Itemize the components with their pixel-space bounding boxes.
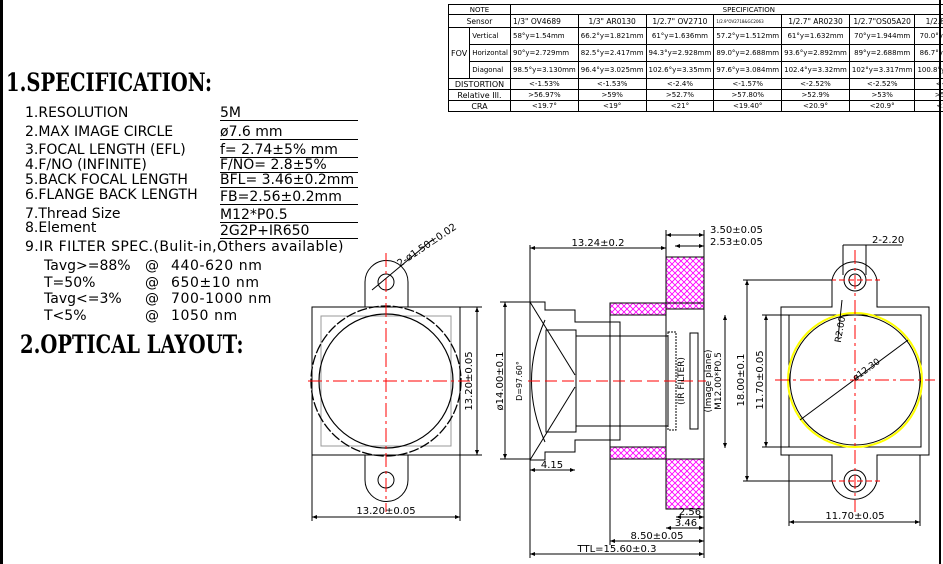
drawing-border-right [939, 0, 941, 564]
thread-label: M12.00*P0.5 [714, 352, 724, 410]
spec-value: M12*P0.5 [220, 208, 358, 223]
radius-dim: R2.00 [834, 316, 848, 344]
front-height-dim: 13.20±0.05 [464, 351, 475, 410]
spec-label: 4.F/NO (INFINITE) [25, 157, 147, 173]
spec-value: BFL= 3.46±0.2mm [220, 173, 358, 188]
hole-callout: 2-ø1.50±0.02 [396, 222, 459, 270]
sensor-spec-table: NOTE SPECIFICATION Sensor 1/3" OV4689 1/… [447, 4, 943, 112]
rear-width-dim: 11.70±0.05 [825, 511, 884, 522]
flange-dim-b: 2.53±0.05 [710, 237, 763, 248]
spec-value: F/NO= 2.8±5% [220, 158, 358, 173]
ir-range: 650±10 nm [171, 275, 260, 291]
spec-label: 5.BACK FOCAL LENGTH [25, 172, 188, 188]
rear-inner-height-dim: 11.70±0.05 [755, 350, 766, 409]
ir-cond: T=50% [44, 275, 96, 291]
fb-dim: 2.56 [679, 507, 701, 518]
ir-at: @ [145, 308, 159, 324]
spec-value: FB=2.56±0.2mm [220, 190, 358, 205]
table-cell: <19.7° [509, 100, 579, 112]
rear-height-dim: 18.00±0.1 [736, 354, 747, 407]
ir-filter-title: 9.IR FILTER SPEC.(Bulit-in,Others availa… [25, 239, 344, 255]
field-angle-label: D=97.60° [515, 361, 524, 401]
ir-filter-label: (IR FILTER) [677, 357, 687, 405]
ttl-dim: TTL=15.60±0.3 [577, 544, 657, 555]
ir-at: @ [145, 258, 159, 274]
row-label-fov: FOV [447, 27, 471, 79]
lens-diameter-dim: ø14.00±0.1 [495, 351, 506, 410]
table-cell: >52.9% [781, 89, 850, 101]
row-label: CRA [448, 100, 511, 112]
drawing-border-left [0, 0, 3, 564]
ir-range: 440-620 nm [171, 258, 263, 274]
holder-dim: 8.50±0.05 [631, 531, 684, 542]
spec-value: 2G2P+IR650 [220, 224, 358, 239]
front-view [308, 239, 482, 521]
table-cell: <20.9° [781, 100, 850, 112]
section-title-specification: 1.SPECIFICATION: [6, 68, 213, 97]
image-plane-label: (Image plane) [704, 349, 714, 412]
table-cell: <20.41° [914, 100, 943, 112]
section-title-optical-layout: 2.OPTICAL LAYOUT: [20, 330, 244, 359]
flange-dim-a: 3.50±0.05 [710, 225, 763, 236]
spec-label: 1.RESOLUTION [25, 105, 129, 121]
ir-at: @ [145, 275, 159, 291]
rear-view [743, 244, 935, 526]
bfl-dim: 3.46 [675, 518, 697, 529]
spec-label: 6.FLANGE BACK LENGTH [25, 187, 198, 203]
ir-range: 1050 nm [171, 308, 238, 324]
front-width-dim: 13.20±0.05 [356, 506, 415, 517]
front-dim: 4.15 [541, 460, 563, 471]
table-cell: 102.4°y=3.32mm [781, 61, 850, 79]
ir-at: @ [145, 291, 159, 307]
ir-cond: Tavg>=88% [44, 258, 131, 274]
table-cell: <19° [577, 100, 647, 112]
side-view [500, 230, 727, 558]
spec-value: f= 2.74±5% mm [220, 143, 358, 158]
spec-value: 5M [220, 106, 358, 121]
spec-label: 3.FOCAL LENGTH (EFL) [25, 142, 186, 158]
slot-dim: 2-2.20 [872, 235, 904, 246]
spec-value: ø7.6 mm [220, 125, 358, 140]
ir-cond: Tavg<=3% [44, 291, 122, 307]
ir-range: 700-1000 nm [171, 291, 272, 307]
spec-label: 2.MAX IMAGE CIRCLE [25, 124, 174, 140]
spec-label: 8.Element [25, 220, 97, 236]
spec-label: 7.Thread Size [25, 206, 121, 222]
lens-length-dim: 13.24±0.2 [572, 238, 625, 249]
ir-cond: T<5% [44, 308, 87, 324]
